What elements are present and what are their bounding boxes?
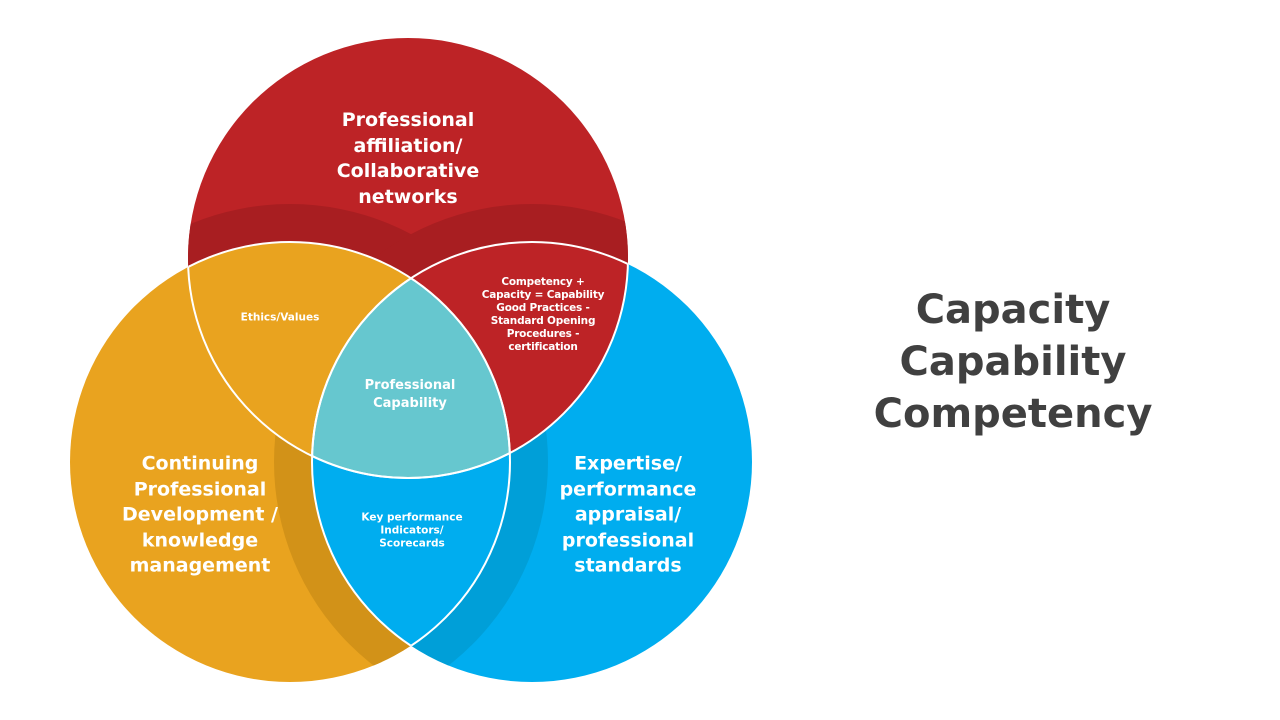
label-overlap-center: Professional Capability (364, 378, 456, 411)
title-line-capability: Capability (899, 339, 1127, 385)
outline-right-in-left (311, 242, 510, 682)
outline-left-in-right (312, 242, 511, 682)
label-overlap-left-right: Key performance Indicators/ Scorecards (361, 511, 463, 550)
label-overlap-top-right: Competency + Capacity = Capability Good … (481, 276, 605, 353)
label-right-circle: Expertise/ performance appraisal/ profes… (559, 452, 697, 577)
title-line-capacity: Capacity (915, 287, 1111, 333)
label-left-circle: Continuing Professional Development / kn… (122, 452, 278, 577)
title-line-competency: Competency (873, 391, 1153, 437)
label-top-circle: Professional affiliation/ Collaborative … (336, 109, 480, 208)
label-overlap-top-left: Ethics/Values (240, 311, 320, 324)
slide-title: Capacity Capability Competency (874, 284, 1153, 440)
